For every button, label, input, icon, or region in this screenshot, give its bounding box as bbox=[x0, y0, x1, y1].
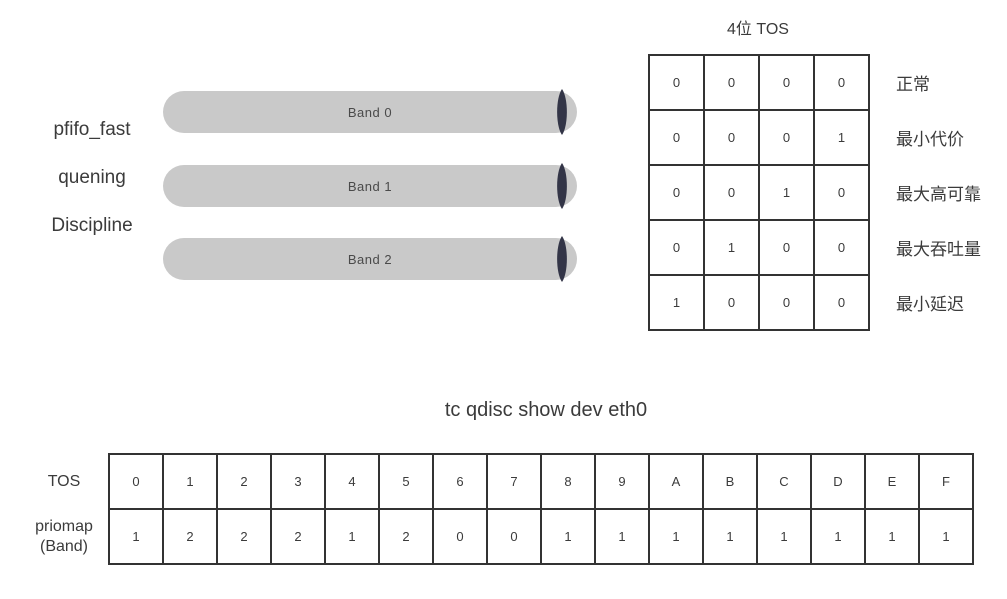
tos-class-label: 最大吞吐量 bbox=[896, 240, 981, 259]
band-1-cylinder: Band 1 bbox=[163, 163, 577, 209]
priomap-value-cell: 1 bbox=[540, 508, 596, 565]
priomap-value-cell: 1 bbox=[810, 508, 866, 565]
band-0-cylinder: Band 0 bbox=[163, 89, 577, 135]
cylinder-end-cap-icon bbox=[557, 89, 567, 135]
priomap-value-cell: 2 bbox=[378, 508, 434, 565]
tos-bit-cell: 1 bbox=[758, 164, 815, 221]
priomap-value-cell: 1 bbox=[594, 508, 650, 565]
tos-bit-cell: 0 bbox=[703, 54, 760, 111]
tc-command-title: tc qdisc show dev eth0 bbox=[444, 399, 648, 421]
band-2-cylinder: Band 2 bbox=[163, 236, 577, 282]
tos-value-cell: 8 bbox=[540, 453, 596, 510]
tos-value-cell: 5 bbox=[378, 453, 434, 510]
band-2-label: Band 2 bbox=[347, 251, 393, 267]
priomap-value-cell: 1 bbox=[108, 508, 164, 565]
tos-bit-cell: 0 bbox=[813, 274, 870, 331]
tos-class-label: 正常 bbox=[896, 75, 930, 94]
tos-bit-cell: 0 bbox=[758, 109, 815, 166]
tos-bit-cell: 1 bbox=[813, 109, 870, 166]
tos-value-cell: 3 bbox=[270, 453, 326, 510]
cylinder-end-cap-icon bbox=[557, 236, 567, 282]
tos-table-title: 4位 TOS bbox=[727, 21, 789, 38]
tos-bit-cell: 0 bbox=[703, 109, 760, 166]
priomap-value-cell: 0 bbox=[486, 508, 542, 565]
tos-value-cell: E bbox=[864, 453, 920, 510]
tos-value-cell: 0 bbox=[108, 453, 164, 510]
tos-bit-cell: 0 bbox=[813, 54, 870, 111]
band-0-label: Band 0 bbox=[347, 104, 393, 120]
tos-value-cell: 7 bbox=[486, 453, 542, 510]
tos-row-label: TOS bbox=[47, 472, 81, 490]
tos-bit-cell: 0 bbox=[758, 54, 815, 111]
tos-value-cell: D bbox=[810, 453, 866, 510]
qdisc-name-labels: pfifo_fast quening Discipline bbox=[18, 106, 166, 250]
tos-bit-cell: 0 bbox=[758, 219, 815, 276]
tos-bit-cell: 0 bbox=[648, 109, 705, 166]
priomap-row-label-line1: priomap bbox=[35, 517, 93, 535]
tos-value-cell: 6 bbox=[432, 453, 488, 510]
cylinder-end-cap-icon bbox=[557, 163, 567, 209]
tos-bit-cell: 0 bbox=[758, 274, 815, 331]
priomap-value-cell: 1 bbox=[756, 508, 812, 565]
tos-bit-cell: 1 bbox=[648, 274, 705, 331]
priomap-value-cell: 1 bbox=[324, 508, 380, 565]
tos-bit-cell: 0 bbox=[648, 219, 705, 276]
tos-bit-cell: 1 bbox=[703, 219, 760, 276]
tos-class-label: 最大高可靠 bbox=[896, 185, 981, 204]
tos-class-label: 最小延迟 bbox=[896, 295, 964, 314]
priomap-value-cell: 1 bbox=[864, 508, 920, 565]
priomap-value-cell: 1 bbox=[918, 508, 974, 565]
tos-value-cell: B bbox=[702, 453, 758, 510]
qdisc-name-line-3: Discipline bbox=[51, 215, 133, 236]
tos-bit-cell: 0 bbox=[703, 274, 760, 331]
qdisc-name-line-2: quening bbox=[58, 167, 126, 188]
tos-value-cell: 9 bbox=[594, 453, 650, 510]
priomap-value-cell: 0 bbox=[432, 508, 488, 565]
tos-bit-cell: 0 bbox=[648, 54, 705, 111]
priomap-row-label-line2: (Band) bbox=[39, 537, 89, 555]
band-1-label: Band 1 bbox=[347, 178, 393, 194]
tos-bit-cell: 0 bbox=[813, 219, 870, 276]
priomap-value-cell: 1 bbox=[702, 508, 758, 565]
tos-value-cell: F bbox=[918, 453, 974, 510]
priomap-value-cell: 1 bbox=[648, 508, 704, 565]
priomap-value-cell: 2 bbox=[162, 508, 218, 565]
priomap-value-cell: 2 bbox=[216, 508, 272, 565]
tos-value-cell: 4 bbox=[324, 453, 380, 510]
tos-bit-cell: 0 bbox=[703, 164, 760, 221]
tos-bit-cell: 0 bbox=[648, 164, 705, 221]
priomap-value-cell: 2 bbox=[270, 508, 326, 565]
tos-value-cell: C bbox=[756, 453, 812, 510]
tos-value-cell: A bbox=[648, 453, 704, 510]
tos-bit-cell: 0 bbox=[813, 164, 870, 221]
priomap-row-label: priomap (Band) bbox=[20, 509, 109, 564]
tos-value-cell: 1 bbox=[162, 453, 218, 510]
tos-value-cell: 2 bbox=[216, 453, 272, 510]
qdisc-name-line-1: pfifo_fast bbox=[53, 119, 131, 140]
tos-class-label: 最小代价 bbox=[896, 130, 964, 149]
